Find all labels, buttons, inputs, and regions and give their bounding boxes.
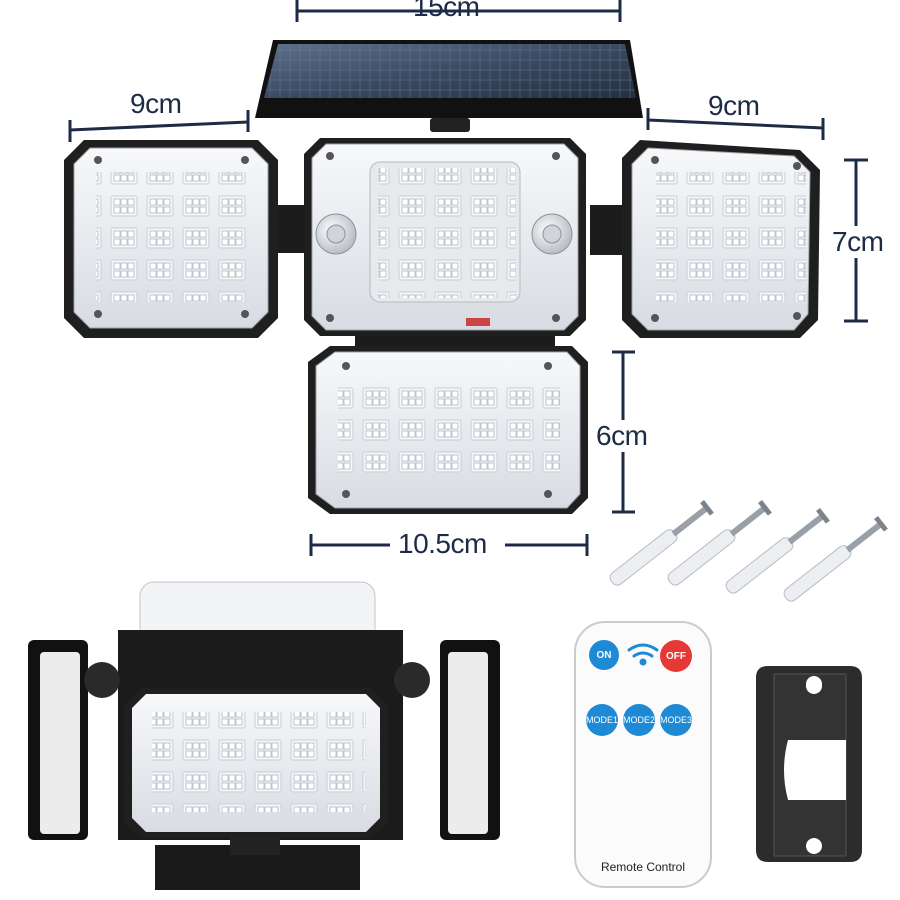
bottom-led-panel xyxy=(308,346,588,514)
remote-mode1-button: MODE1 xyxy=(586,704,618,736)
remote-mode3-button: MODE3 xyxy=(660,704,692,736)
remote-off-button: OFF xyxy=(660,640,692,672)
remote-on-button: ON xyxy=(589,640,619,670)
screw-anchors xyxy=(609,499,888,602)
dimension-label-left-9cm: 9cm xyxy=(130,88,182,119)
dimension-label-6cm: 6cm xyxy=(596,420,648,452)
solar-panel xyxy=(255,40,643,132)
dimension-label-10-5cm: 10.5cm xyxy=(398,528,487,559)
remote-caption: Remote Control xyxy=(600,860,686,874)
dimension-label-right-9cm: 9cm xyxy=(708,90,760,121)
wifi-icon xyxy=(627,643,659,666)
remote-mode2-button: MODE2 xyxy=(623,704,655,736)
remote-control xyxy=(574,621,712,888)
mounting-bracket xyxy=(756,666,862,862)
left-led-panel xyxy=(64,140,310,338)
folded-lamp xyxy=(28,581,500,890)
dimension-label-15cm: 15cm xyxy=(413,0,480,22)
dimension-label-7cm: 7cm xyxy=(832,226,884,258)
right-led-panel xyxy=(590,140,820,338)
center-led-panel xyxy=(304,138,586,360)
